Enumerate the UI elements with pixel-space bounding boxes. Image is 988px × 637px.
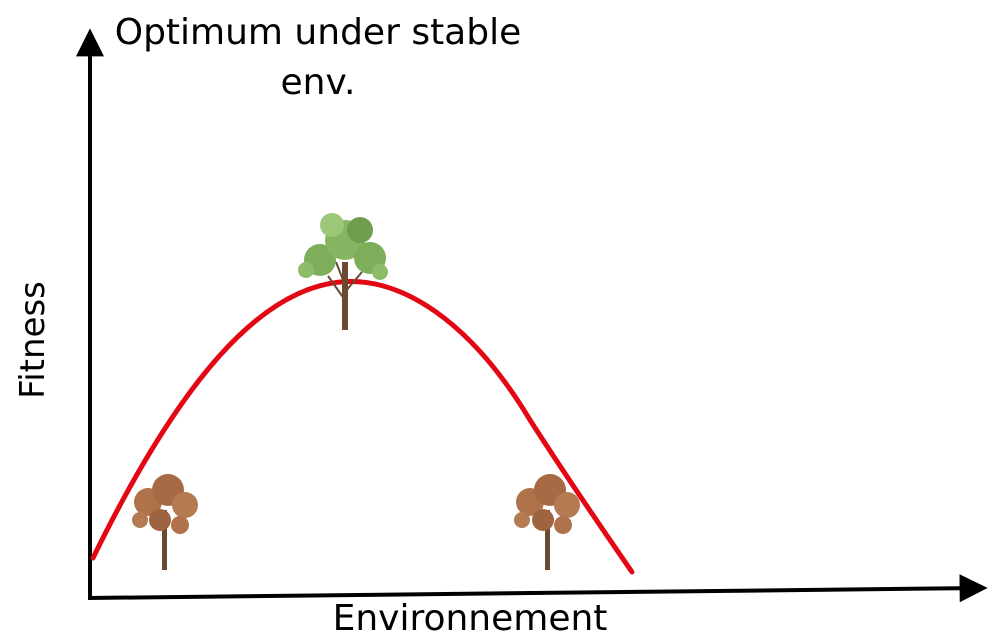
x-axis-label: Environnement xyxy=(333,598,608,637)
y-axis-label: Fitness xyxy=(13,281,53,399)
healthy-tree-icon xyxy=(298,213,388,330)
stressed-tree-right-icon xyxy=(514,474,580,570)
title-line-2: env. xyxy=(281,62,356,103)
fitness-curve xyxy=(90,278,635,575)
stressed-tree-left-icon xyxy=(132,474,198,570)
title-line-1: Optimum under stable xyxy=(115,12,522,53)
x-axis xyxy=(87,574,988,603)
